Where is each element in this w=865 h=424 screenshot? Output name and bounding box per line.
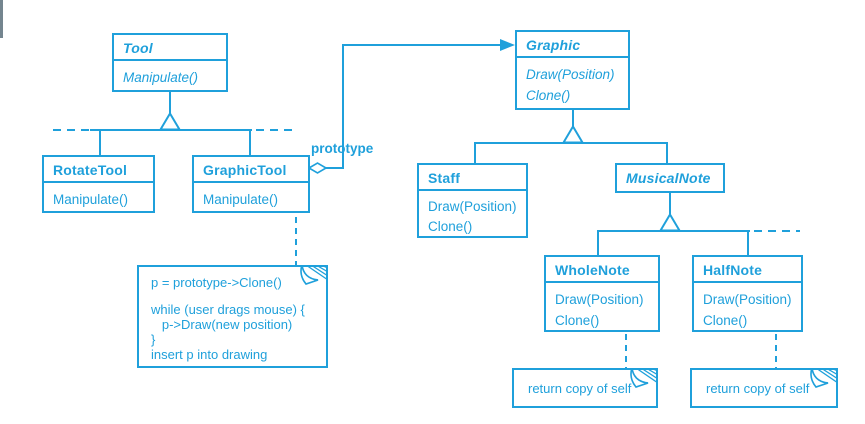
tool-hierarchy-dash-left bbox=[53, 129, 91, 131]
prototype-association-label: prototype bbox=[311, 141, 374, 156]
class-graphic-method: Draw(Position) bbox=[526, 67, 615, 82]
class-staff: Staff Draw(Position) Clone() bbox=[417, 163, 528, 238]
musical-note-inheritance-stem bbox=[669, 193, 671, 214]
note-text: return copy of self bbox=[528, 381, 632, 396]
half-note-clone-note: return copy of self bbox=[690, 368, 838, 408]
code-line: } bbox=[151, 332, 156, 347]
class-rotate-tool-method: Manipulate() bbox=[53, 192, 129, 207]
class-rotate-tool: RotateTool Manipulate() bbox=[42, 155, 155, 213]
class-graphic-name: Graphic bbox=[517, 32, 628, 58]
musical-note-hierarchy-dash-right bbox=[754, 230, 800, 232]
code-blank-line bbox=[151, 290, 318, 302]
class-musical-note-name: MusicalNote bbox=[626, 170, 711, 186]
musical-note-hierarchy-line bbox=[597, 230, 750, 232]
class-whole-note-method: Clone() bbox=[555, 313, 600, 328]
code-line: while (user drags mouse) { bbox=[151, 302, 305, 317]
class-half-note-method: Clone() bbox=[703, 313, 748, 328]
tool-hierarchy-dash-right bbox=[256, 129, 298, 131]
half-note-drop-line bbox=[747, 230, 749, 256]
class-graphic: Graphic Draw(Position) Clone() bbox=[515, 30, 630, 110]
class-graphic-method: Clone() bbox=[526, 88, 571, 103]
graphic-tool-code-note: p = prototype->Clone() while (user drags… bbox=[137, 265, 328, 368]
rotate-tool-drop-line bbox=[99, 129, 101, 156]
whole-note-drop-line bbox=[597, 230, 599, 256]
class-half-note-name: HalfNote bbox=[694, 257, 801, 283]
staff-drop-line bbox=[474, 142, 476, 164]
prototype-link-h1 bbox=[326, 167, 344, 169]
note-text: return copy of self bbox=[706, 381, 810, 396]
class-graphic-tool-method: Manipulate() bbox=[203, 192, 279, 207]
whole-note-annotation-dashed-line bbox=[625, 323, 627, 368]
code-line: p = prototype->Clone() bbox=[151, 275, 282, 290]
code-line: p->Draw(new position) bbox=[151, 317, 293, 332]
class-whole-note-name: WholeNote bbox=[546, 257, 658, 283]
class-graphic-tool-name: GraphicTool bbox=[194, 157, 308, 183]
class-staff-method: Clone() bbox=[428, 219, 473, 234]
prototype-arrowhead-icon bbox=[500, 39, 515, 51]
class-musical-note: MusicalNote bbox=[615, 163, 725, 193]
class-tool: Tool Manipulate() bbox=[112, 33, 228, 92]
class-staff-method: Draw(Position) bbox=[428, 199, 517, 214]
graphic-hierarchy-line bbox=[474, 142, 668, 144]
class-half-note-method: Draw(Position) bbox=[703, 292, 792, 307]
graphic-tool-annotation-dashed-line bbox=[295, 206, 297, 265]
class-whole-note: WholeNote Draw(Position) Clone() bbox=[544, 255, 660, 332]
half-note-annotation-dashed-line bbox=[775, 323, 777, 368]
code-line: insert p into drawing bbox=[151, 347, 268, 362]
class-tool-method: Manipulate() bbox=[123, 70, 199, 85]
note-fold-icon bbox=[300, 265, 328, 285]
tool-inheritance-stem bbox=[169, 92, 171, 114]
class-rotate-tool-name: RotateTool bbox=[44, 157, 153, 183]
aggregation-diamond-icon bbox=[308, 162, 327, 174]
prototype-link-vertical bbox=[342, 44, 344, 169]
tool-hierarchy-line bbox=[90, 129, 252, 131]
graphic-tool-drop-line bbox=[249, 129, 251, 156]
note-fold-icon bbox=[630, 368, 658, 388]
class-half-note: HalfNote Draw(Position) Clone() bbox=[692, 255, 803, 332]
graphic-inheritance-stem bbox=[572, 110, 574, 127]
whole-note-clone-note: return copy of self bbox=[512, 368, 658, 408]
class-staff-name: Staff bbox=[419, 165, 526, 191]
scan-artifact bbox=[0, 0, 3, 38]
prototype-link-h2 bbox=[342, 44, 501, 46]
class-whole-note-method: Draw(Position) bbox=[555, 292, 644, 307]
note-fold-icon bbox=[810, 368, 838, 388]
class-graphic-tool: GraphicTool Manipulate() bbox=[192, 155, 310, 213]
class-tool-name: Tool bbox=[114, 35, 226, 61]
musical-note-drop-line bbox=[666, 142, 668, 164]
